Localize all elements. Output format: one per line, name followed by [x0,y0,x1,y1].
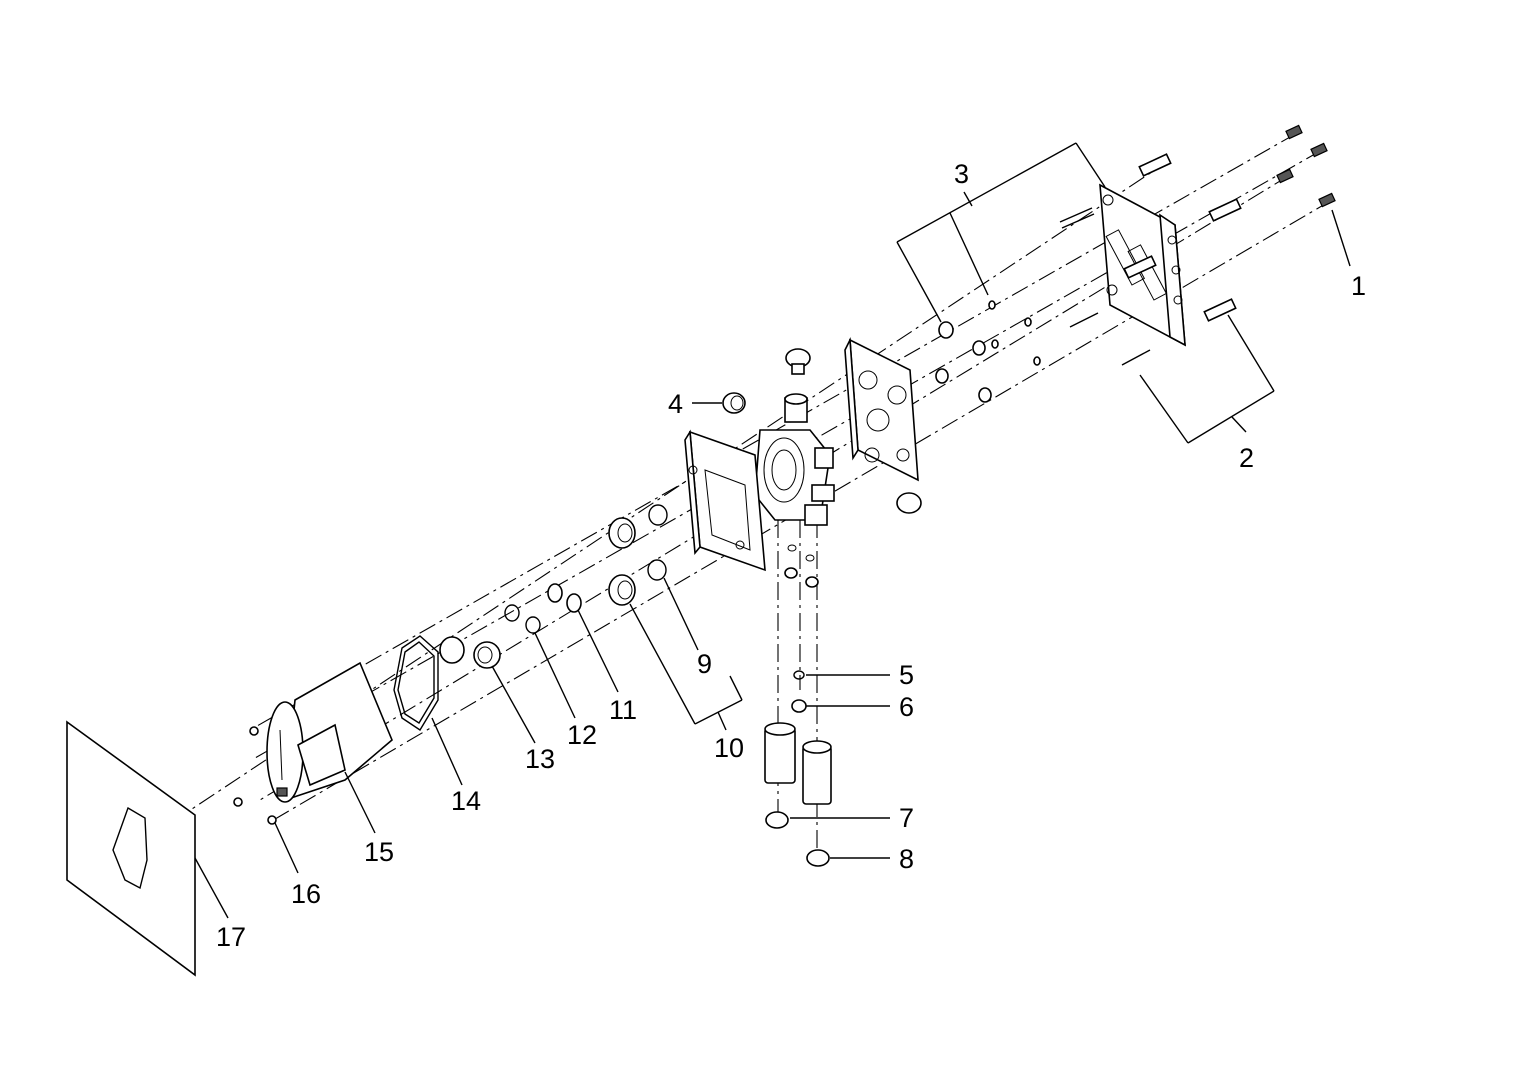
part-label-8: 8 [899,844,914,874]
template-sheet [66,720,196,977]
caps [722,348,922,514]
rear-housing [844,337,919,482]
cartridges-and-rings [504,504,668,634]
part-label-7: 7 [899,803,914,833]
part-label-15: 15 [364,837,394,867]
part-label-11: 11 [609,695,637,725]
front-knobs [439,636,501,669]
front-frame [684,429,766,572]
leader-lines [194,142,1351,919]
gasket [393,635,439,731]
bottom-connectors [764,544,832,867]
part-label-6: 6 [899,692,914,722]
part-label-13: 13 [525,744,555,774]
part-label-14: 14 [451,786,481,816]
part-label-10: 10 [714,733,744,763]
part-label-1: 1 [1351,271,1366,301]
part-label-2: 2 [1239,443,1254,473]
cover-plate [266,661,393,803]
valve-body [754,393,835,526]
part-label-5: 5 [899,660,914,690]
part-label-4: 4 [668,389,683,419]
small-screws [233,726,277,825]
part-label-16: 16 [291,879,321,909]
part-label-9: 9 [697,649,712,679]
spacers [935,300,1041,403]
screws-and-anchors [1059,124,1336,366]
part-labels: 1 2 3 4 5 6 7 8 9 10 11 12 13 14 15 16 1… [216,159,1366,952]
part-label-12: 12 [567,720,597,750]
part-label-17: 17 [216,922,246,952]
part-label-3: 3 [954,159,969,189]
